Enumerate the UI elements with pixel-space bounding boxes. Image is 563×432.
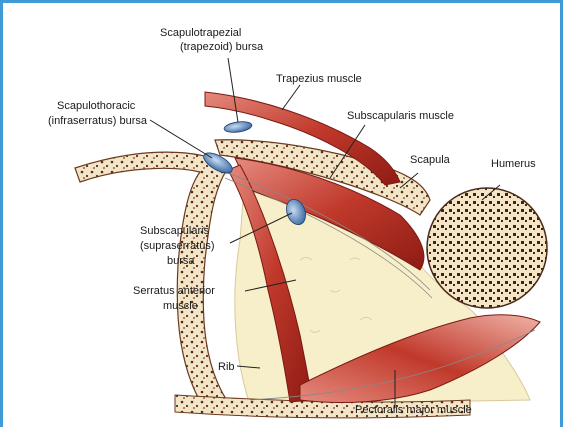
label-scapulotrapezial-line1: Scapulotrapezial	[160, 27, 241, 39]
label-serratus-line2: muscle	[163, 300, 198, 312]
label-subscapularis-bursa-line1: Subscapularis	[140, 225, 210, 237]
label-scapula: Scapula	[410, 154, 451, 166]
label-subscapularis-bursa-line3: bursa	[167, 255, 195, 267]
label-trapezius: Trapezius muscle	[276, 73, 362, 85]
label-scapulotrapezial-line2: (trapezoid) bursa	[180, 41, 264, 53]
label-rib: Rib	[218, 361, 235, 373]
label-subscapularis-muscle: Subscapularis muscle	[347, 110, 454, 122]
frame-top-border	[0, 0, 563, 3]
label-scapulothoracic-line1: Scapulothoracic	[57, 100, 136, 112]
label-pectoralis: Pectoralis major muscle	[355, 404, 472, 416]
humerus-bone	[427, 188, 547, 308]
frame-left-border	[0, 0, 3, 427]
label-scapulothoracic-line2: (infraserratus) bursa	[48, 115, 148, 127]
label-subscapularis-bursa-line2: (supraserratus)	[140, 240, 215, 252]
scapulotrapezial-bursa	[223, 120, 252, 134]
label-humerus: Humerus	[491, 158, 536, 170]
rib-bone	[75, 152, 230, 410]
label-serratus-line1: Serratus anterior	[133, 285, 215, 297]
